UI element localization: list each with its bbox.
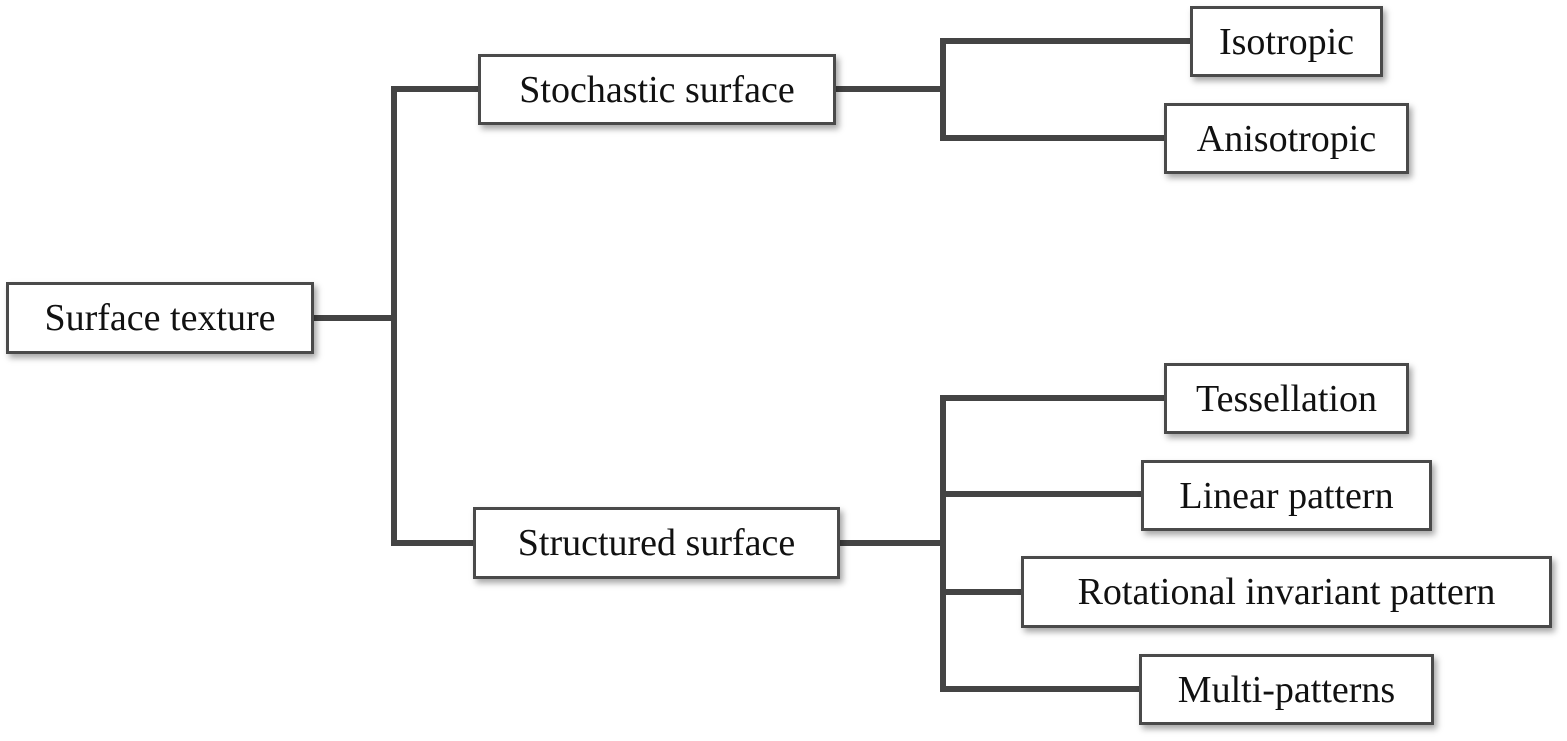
node-label: Linear pattern	[1179, 474, 1394, 517]
node-label: Stochastic surface	[519, 68, 795, 111]
node-label: Tessellation	[1196, 377, 1377, 420]
node-label: Rotational invariant pattern	[1077, 571, 1496, 613]
node-linear-pattern: Linear pattern	[1141, 460, 1432, 531]
node-surface-texture: Surface texture	[6, 282, 314, 354]
node-rotational-invariant-pattern: Rotational invariant pattern	[1021, 556, 1552, 628]
node-anisotropic: Anisotropic	[1164, 103, 1409, 174]
node-label: Isotropic	[1218, 20, 1355, 63]
node-tessellation: Tessellation	[1164, 363, 1409, 434]
node-label: Anisotropic	[1196, 117, 1377, 160]
node-structured-surface: Structured surface	[473, 507, 840, 579]
node-label: Structured surface	[517, 522, 796, 564]
node-multi-patterns: Multi-patterns	[1139, 654, 1434, 725]
node-label: Multi-patterns	[1177, 668, 1396, 711]
node-isotropic: Isotropic	[1190, 6, 1383, 77]
node-stochastic-surface: Stochastic surface	[478, 54, 836, 125]
node-label: Surface texture	[44, 297, 276, 339]
